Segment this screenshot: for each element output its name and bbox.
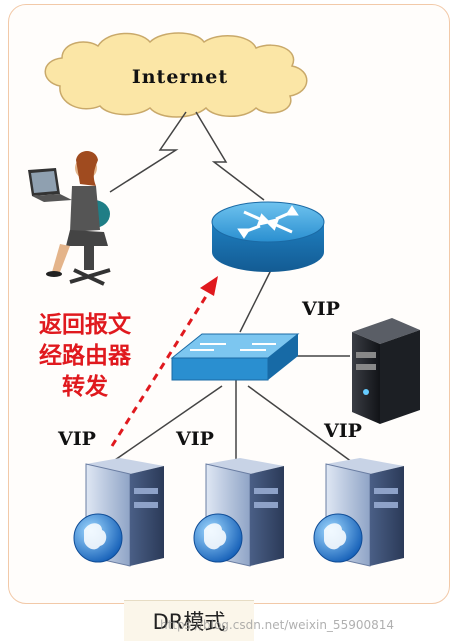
- lan-links: [111, 267, 353, 463]
- vip-label-real-server-2: VIP: [176, 428, 214, 450]
- internet-label: Internet: [131, 66, 229, 88]
- wan-link: [109, 111, 265, 201]
- vip-label-director: VIP: [302, 298, 340, 320]
- caption-box: [124, 600, 254, 641]
- return-path-arrow: [110, 276, 218, 447]
- switch-icon: [170, 333, 300, 381]
- annotation-line-2: 经路由器: [39, 343, 131, 369]
- annotation-line-1: 返回报文: [39, 312, 131, 338]
- vip-label-real-server-1: VIP: [58, 428, 96, 450]
- internet-cloud: [44, 32, 308, 118]
- client-user-icon: [28, 151, 111, 286]
- real-server-3-icon: [313, 458, 404, 567]
- real-server-2-icon: [193, 458, 284, 567]
- director-server-icon: [352, 318, 420, 424]
- router-icon: [211, 201, 325, 272]
- real-server-1-icon: [73, 458, 164, 567]
- diagram-caption: DR模式: [152, 610, 226, 634]
- watermark: https://blog.csdn.net/weixin_55900814: [160, 618, 395, 632]
- vip-label-real-server-3: VIP: [324, 420, 362, 442]
- annotation-line-3: 转发: [62, 374, 108, 400]
- return-path-annotation: 返回报文 经路由器 转发: [10, 310, 160, 403]
